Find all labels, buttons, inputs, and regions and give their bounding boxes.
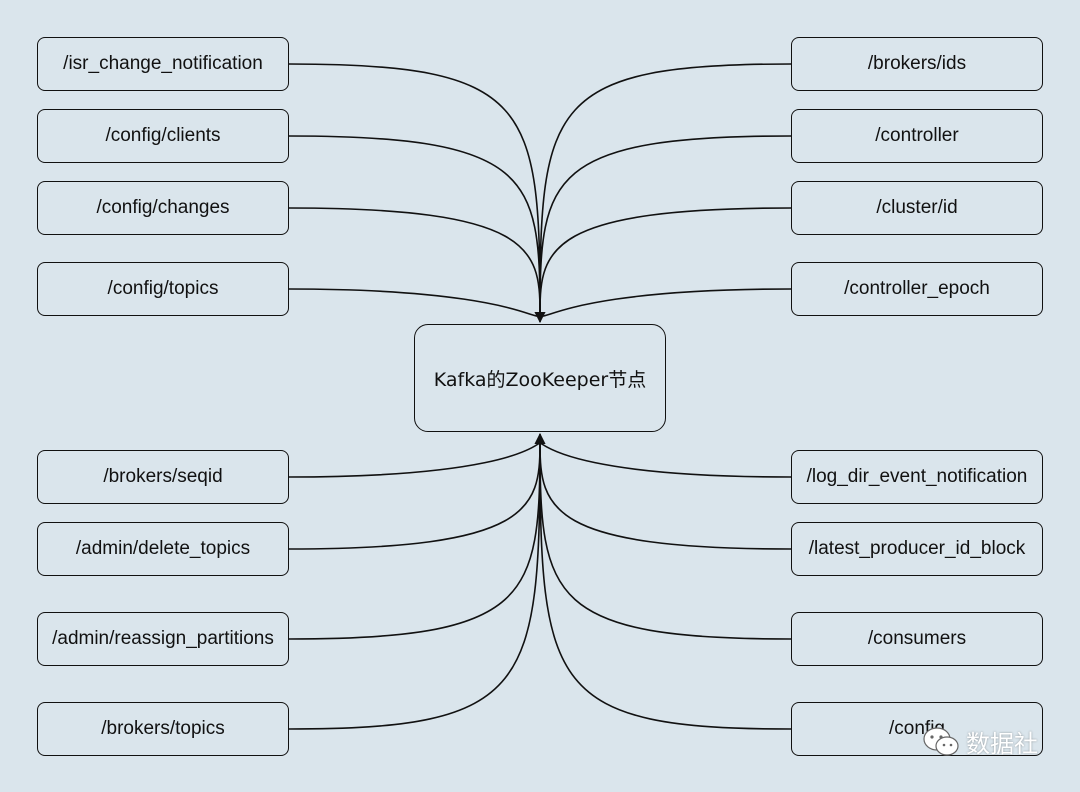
node-label: /controller (875, 125, 959, 146)
connector-right-top-0 (539, 63, 792, 313)
node-label: /cluster/id (876, 197, 958, 218)
node-brokers-topics: /brokers/topics (37, 702, 289, 756)
connector-left-top-2 (288, 207, 541, 313)
connector-right-bottom-2 (539, 443, 792, 640)
connector-left-bottom-3 (288, 443, 541, 730)
node-label: /log_dir_event_notification (806, 466, 1028, 487)
node-label: /consumers (867, 628, 967, 649)
connector-left-bottom-0 (288, 442, 541, 478)
node-label: /admin/reassign_partitions (52, 628, 274, 649)
node-brokers-ids: /brokers/ids (791, 37, 1043, 91)
connector-right-top-1 (539, 135, 792, 313)
node-admin-reassign-partitions: /admin/reassign_partitions (37, 612, 289, 666)
node-label: /brokers/ids (867, 53, 967, 74)
node-label: /config/clients (105, 125, 221, 146)
wechat-icon (923, 726, 959, 756)
node-label: /brokers/seqid (103, 466, 223, 487)
node-label: /brokers/topics (101, 718, 225, 739)
connector-right-bottom-0 (539, 442, 792, 478)
node-consumers: /consumers (791, 612, 1043, 666)
node-label: /admin/delete_topics (75, 538, 251, 559)
watermark: 数据社 (922, 724, 1038, 759)
connector-left-top-0 (288, 63, 541, 313)
node-config-changes: /config/changes (37, 181, 289, 235)
connector-right-bottom-1 (539, 443, 792, 550)
node-label: /latest_producer_id_block (808, 538, 1026, 559)
connector-left-bottom-1 (288, 443, 541, 550)
connector-right-top-3 (539, 288, 792, 317)
connector-left-top-3 (288, 288, 541, 317)
connector-right-top-2 (539, 207, 792, 313)
node-brokers-seqid: /brokers/seqid (37, 450, 289, 504)
center-node-label: Kafka的ZooKeeper节点 (433, 368, 647, 391)
connector-left-top-1 (288, 135, 541, 313)
connector-right-bottom-3 (539, 443, 792, 730)
node-admin-delete-topics: /admin/delete_topics (37, 522, 289, 576)
connector-left-bottom-2 (288, 443, 541, 640)
node-isr-change-notification: /isr_change_notification (37, 37, 289, 91)
node-label: /config/topics (107, 278, 219, 299)
center-node-kafka-zookeeper: Kafka的ZooKeeper节点 (414, 324, 666, 432)
node-config-topics: /config/topics (37, 262, 289, 316)
node-label: /config/changes (96, 197, 230, 218)
node-latest-producer-id-block: /latest_producer_id_block (791, 522, 1043, 576)
node-controller: /controller (791, 109, 1043, 163)
node-config: /config (791, 702, 1043, 756)
node-controller-epoch: /controller_epoch (791, 262, 1043, 316)
node-label: /isr_change_notification (63, 53, 263, 74)
node-label: /controller_epoch (844, 278, 990, 299)
node-log-dir-event-notification: /log_dir_event_notification (791, 450, 1043, 504)
node-cluster-id: /cluster/id (791, 181, 1043, 235)
watermark-text: 数据社 (966, 730, 1038, 758)
node-config-clients: /config/clients (37, 109, 289, 163)
